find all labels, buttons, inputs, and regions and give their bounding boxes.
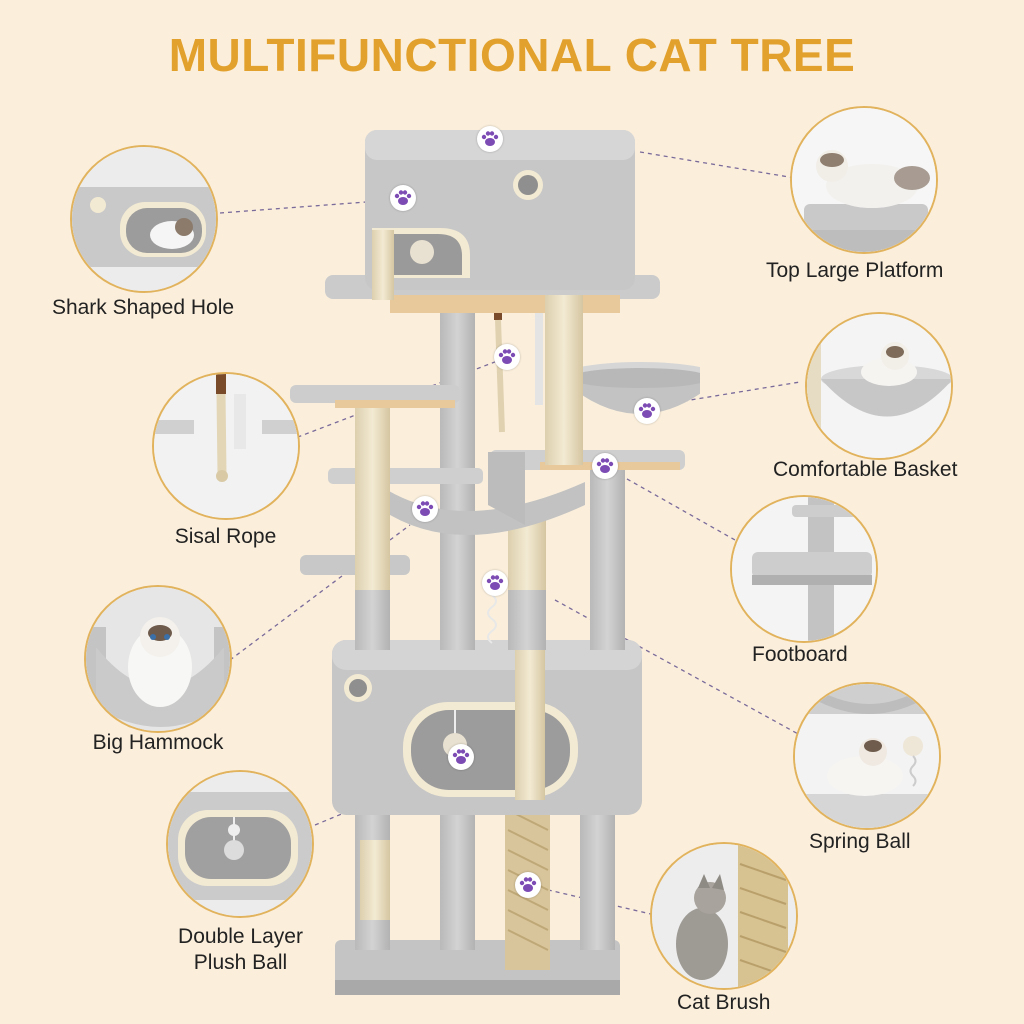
shark-hole-label: Shark Shaped Hole	[51, 296, 235, 319]
sisal-rope-label: Sisal Rope	[174, 525, 277, 548]
footboard-photo	[730, 495, 878, 643]
leader-spring-ball	[554, 599, 801, 736]
paw-icon	[515, 872, 541, 898]
sisal-post	[360, 840, 390, 920]
big-hammock	[375, 482, 585, 535]
plush-ball-label-line1: Double Layer	[178, 925, 303, 948]
big-hammock-photo	[84, 585, 232, 733]
top-platform-label: Top Large Platform	[766, 259, 944, 282]
paw-icon	[634, 398, 660, 424]
spring-ball-photo	[793, 682, 941, 830]
post	[440, 800, 475, 950]
cat-brush-label: Cat Brush	[677, 991, 771, 1014]
leader-footboard	[619, 474, 736, 541]
paw-icon	[494, 344, 520, 370]
leader-top-platform	[639, 151, 796, 179]
paw-icon	[390, 185, 416, 211]
plush-ball-photo	[166, 770, 314, 918]
post	[580, 800, 615, 950]
spring-ball-label: Spring Ball	[809, 830, 911, 853]
cat-brush-photo	[650, 842, 798, 990]
big-hammock-label: Big Hammock	[92, 731, 224, 754]
basket-label: Comfortable Basket	[773, 458, 958, 481]
paw-icon	[477, 126, 503, 152]
leader-shark-hole	[219, 199, 394, 214]
paw-icon	[482, 570, 508, 596]
cat-tree-illustration	[290, 130, 700, 995]
paw-icon	[448, 744, 474, 770]
page-title: MULTIFUNCTIONAL CAT TREE	[168, 29, 856, 81]
plush-ball-label-line2: Plush Ball	[193, 951, 288, 974]
paw-icon	[412, 496, 438, 522]
basket-photo	[805, 312, 953, 460]
shark-hole-photo	[70, 145, 218, 293]
paw-icon	[592, 453, 618, 479]
sisal-rope-photo	[152, 372, 300, 520]
footboard-label: Footboard	[752, 643, 848, 666]
top-platform-photo	[790, 106, 938, 254]
